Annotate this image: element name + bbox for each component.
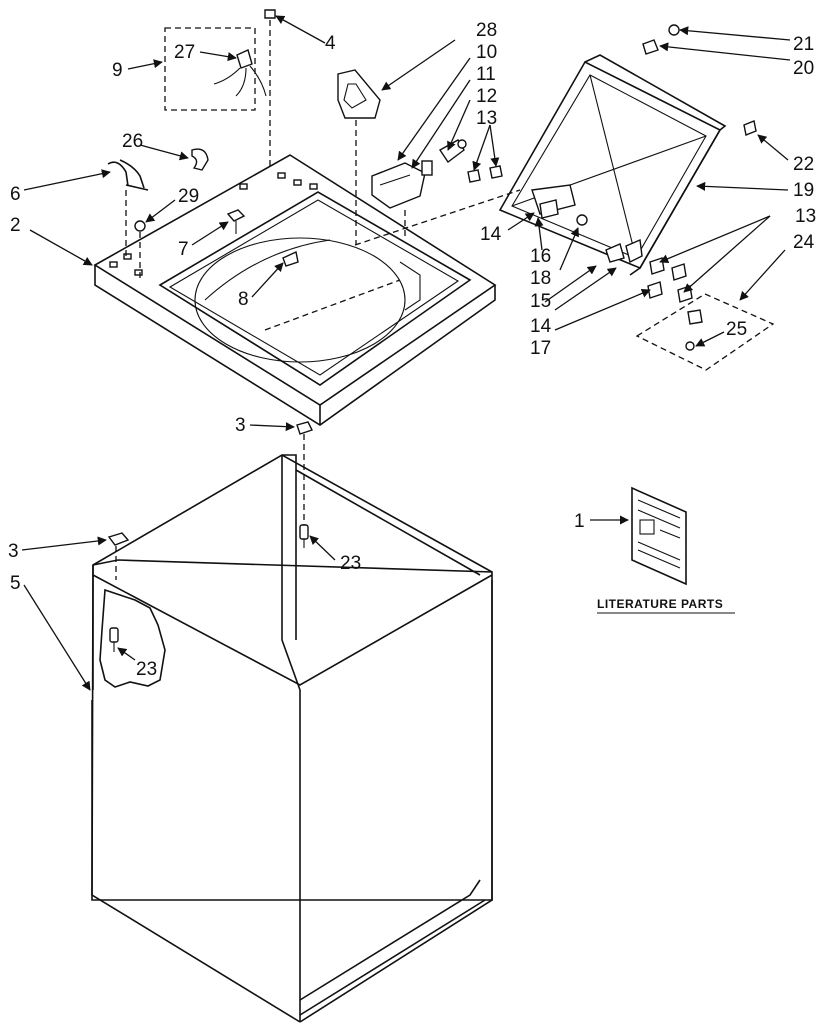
callout-26: 26 — [122, 131, 143, 152]
callout-20: 20 — [793, 58, 814, 79]
callout-19: 19 — [793, 180, 814, 201]
callout-11: 11 — [476, 64, 496, 85]
part-22 — [743, 120, 757, 136]
screw-13-upper — [467, 165, 503, 183]
clip-3-left — [107, 532, 130, 580]
callout-29: 29 — [178, 186, 199, 207]
callout-1: 1 — [574, 511, 585, 532]
callout-21: 21 — [793, 34, 814, 55]
part-8 — [282, 250, 299, 267]
part-20 — [642, 39, 659, 55]
panel-24 — [635, 293, 775, 371]
callout-18: 18 — [530, 268, 551, 289]
callout-10: 10 — [476, 42, 497, 63]
callout-15: 15 — [530, 291, 551, 312]
callout-3-left: 3 — [8, 541, 19, 562]
callout-23-right: 23 — [340, 553, 361, 574]
screw-4 — [264, 9, 276, 170]
hinge-parts-right — [605, 238, 693, 303]
bracket-10 — [371, 162, 426, 240]
part-25 — [685, 309, 703, 351]
callout-6: 6 — [10, 184, 21, 205]
callout-16: 16 — [530, 246, 551, 267]
callout-4: 4 — [325, 33, 336, 54]
literature-caption: LITERATURE PARTS — [597, 597, 723, 611]
leader-lines — [21, 15, 791, 691]
callout-22: 22 — [793, 154, 814, 175]
part-7 — [226, 209, 246, 234]
callout-7: 7 — [178, 239, 189, 260]
part-21 — [668, 24, 680, 36]
clip-26 — [191, 148, 209, 171]
callout-24: 24 — [793, 232, 815, 253]
callout-25: 25 — [726, 319, 747, 340]
callout-23-left: 23 — [136, 659, 157, 680]
callout-13-top: 13 — [476, 108, 497, 129]
literature-booklet — [631, 486, 687, 586]
hinge-axis — [264, 189, 521, 331]
callout-27: 27 — [174, 42, 195, 63]
callout-13-right: 13 — [795, 206, 816, 227]
top-panel-holes — [109, 172, 318, 276]
cabinet-cutaway — [99, 588, 166, 688]
lid-19 — [498, 54, 727, 276]
callout-28: 28 — [476, 20, 497, 41]
part-12 — [438, 139, 467, 164]
hose-6 — [107, 159, 149, 258]
callout-14-bottom: 14 — [530, 316, 552, 337]
part-29 — [134, 220, 146, 280]
callout-2: 2 — [10, 215, 21, 236]
callout-5: 5 — [10, 573, 21, 594]
part-28 — [337, 69, 381, 245]
callout-3-right: 3 — [235, 415, 246, 436]
top-panel — [93, 154, 497, 426]
screw-23-right — [299, 524, 309, 548]
callout-12: 12 — [476, 86, 497, 107]
cabinet — [91, 454, 493, 1023]
box-9 — [164, 27, 256, 111]
callout-17: 17 — [530, 338, 551, 359]
callout-14-top: 14 — [480, 224, 502, 245]
screw-23-left — [109, 627, 119, 652]
clip-3-right — [296, 421, 313, 530]
callout-9: 9 — [112, 60, 123, 81]
hinge-parts-left — [531, 184, 588, 226]
part-27 — [213, 49, 267, 97]
callout-8: 8 — [238, 289, 249, 310]
part-11 — [421, 160, 433, 176]
